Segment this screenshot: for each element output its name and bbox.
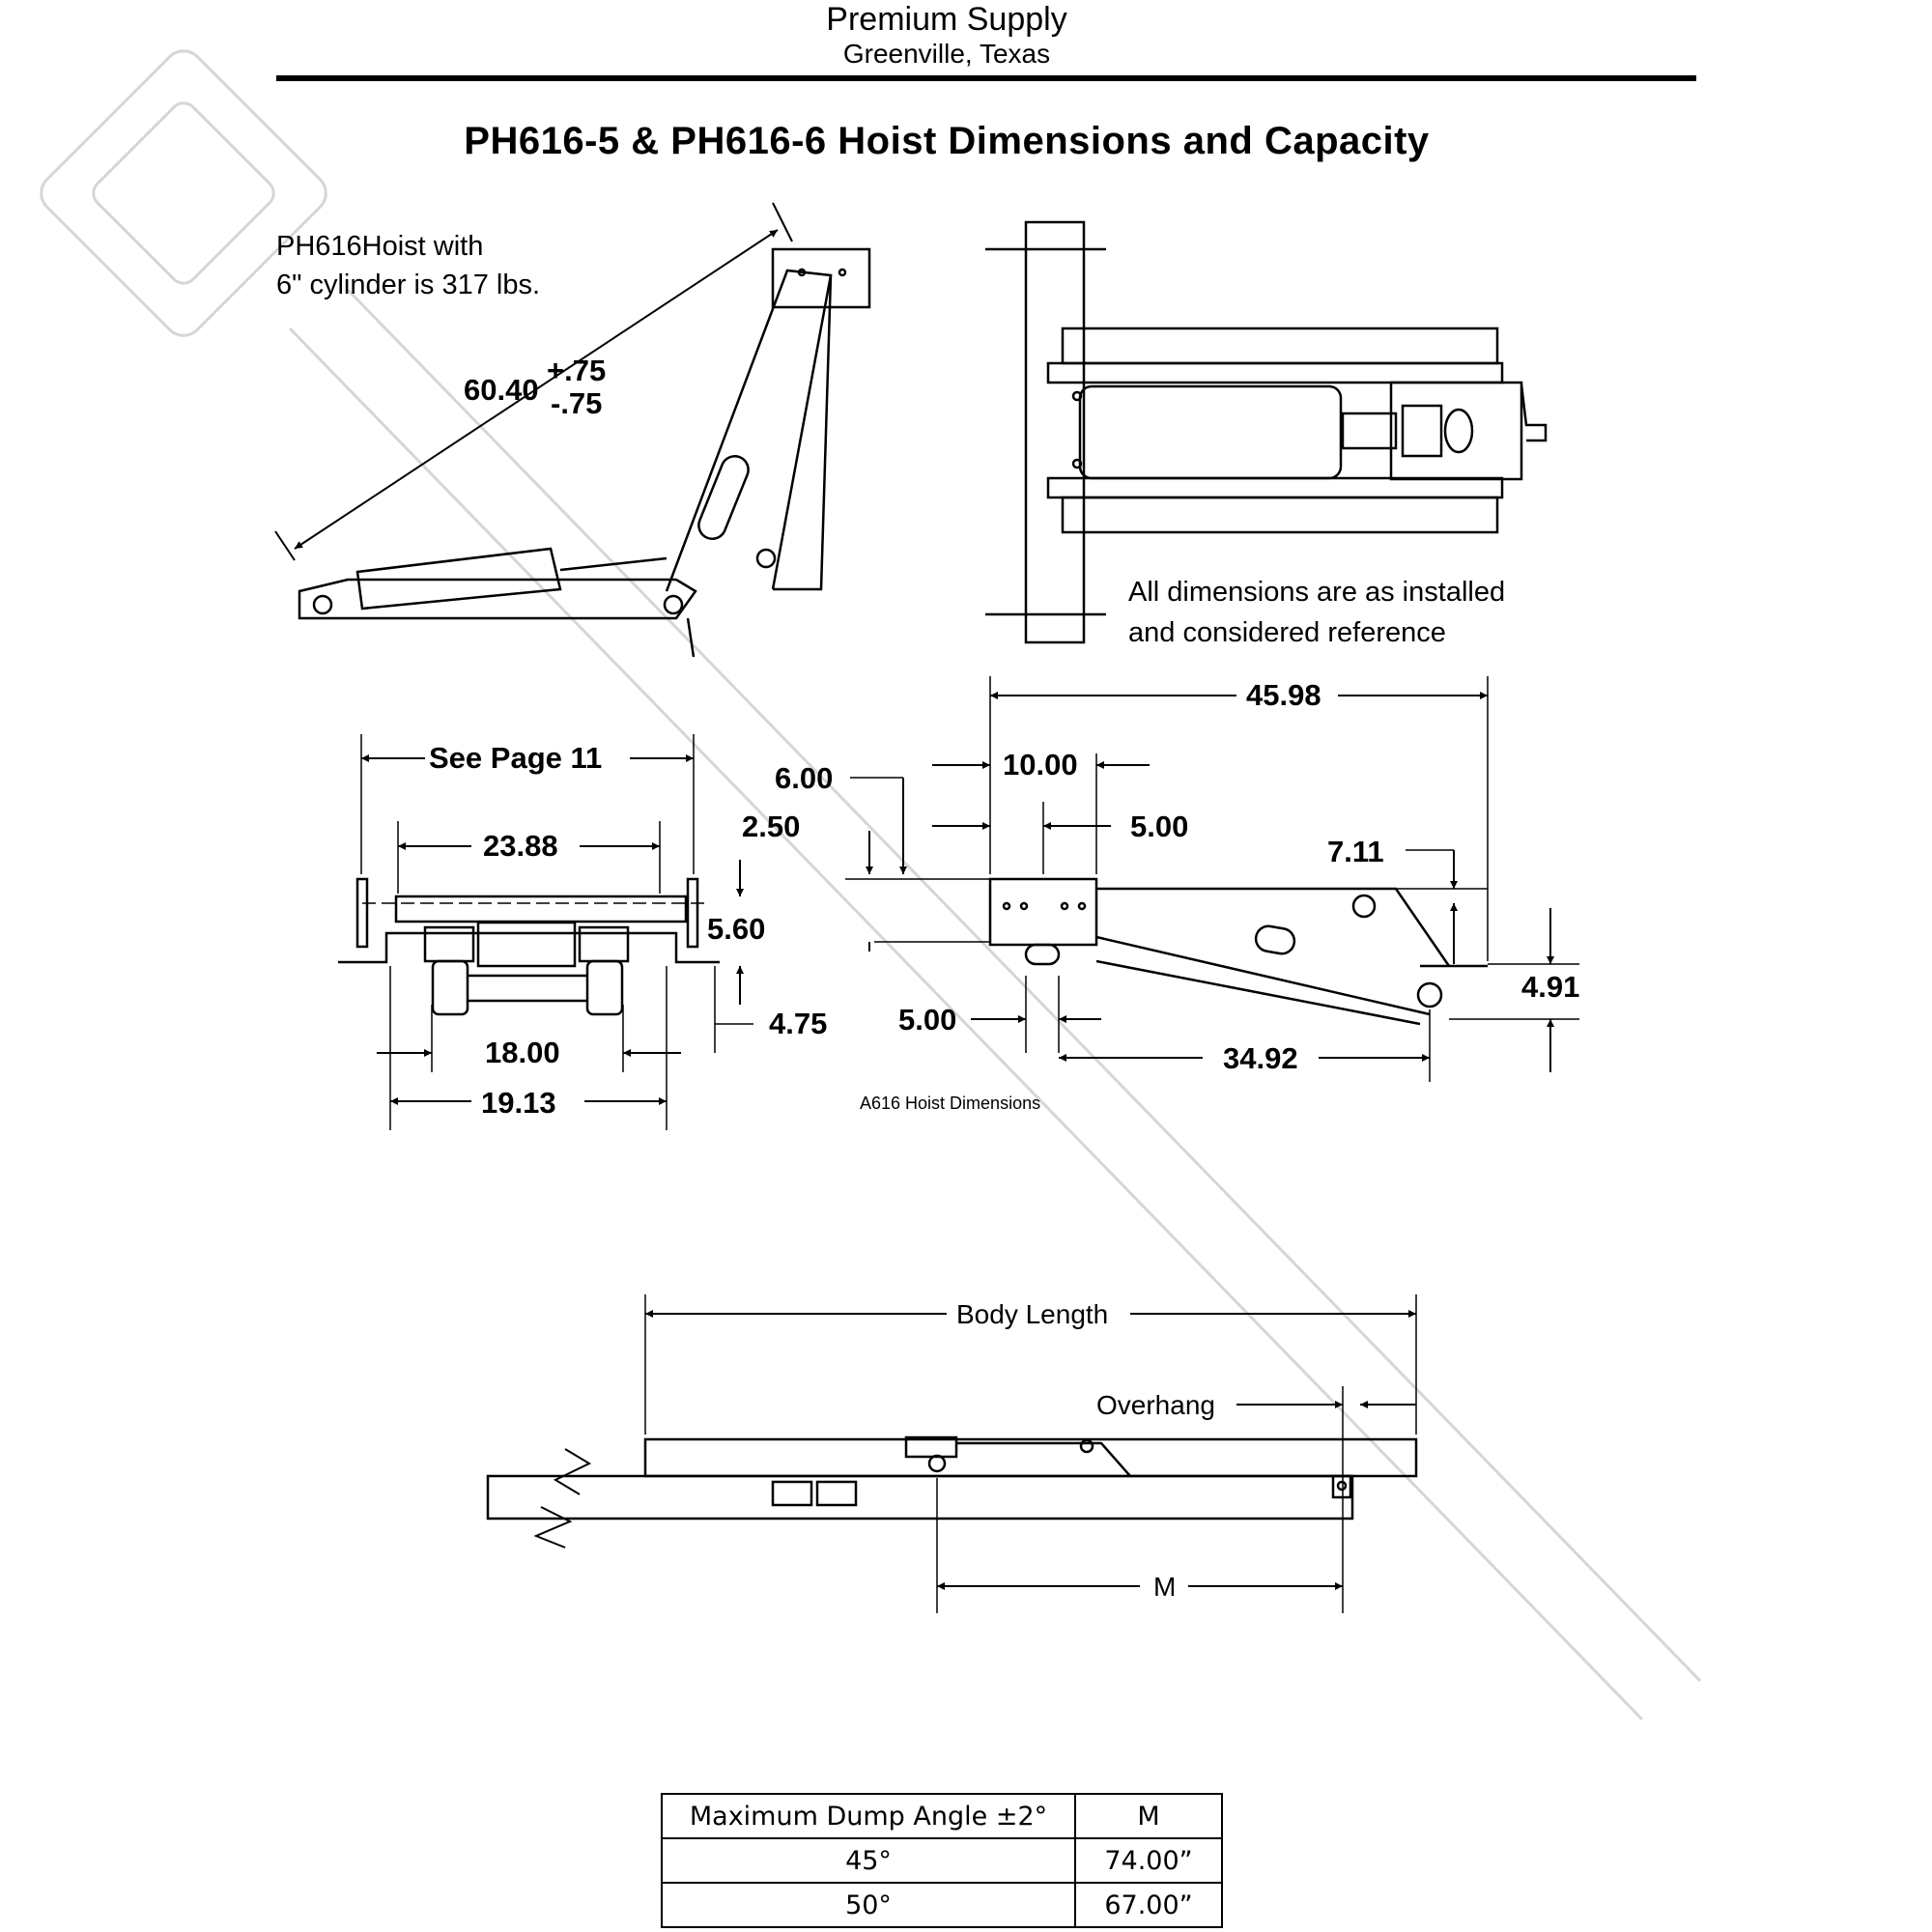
dim-23-88: 23.88 [483, 829, 558, 863]
m-label: M [1153, 1572, 1176, 1602]
dim-34-92: 34.92 [1223, 1041, 1298, 1075]
table-row: 45° 74.00” [661, 1837, 1223, 1884]
dim-45-98: 45.98 [1246, 678, 1321, 712]
table-cell-m: 67.00” [1074, 1882, 1223, 1928]
hoist-side-detail [845, 676, 1579, 1082]
dim-4-75: 4.75 [769, 1007, 827, 1040]
dim-18-00: 18.00 [485, 1036, 560, 1069]
company-name: Premium Supply [826, 1, 1067, 38]
table-row: 50° 67.00” [661, 1882, 1223, 1928]
dump-angle-table: Maximum Dump Angle ±2° M 45° 74.00” 50° … [661, 1793, 1223, 1928]
dim-5-00-bottom: 5.00 [898, 1003, 956, 1037]
dim-19-13: 19.13 [481, 1086, 556, 1120]
dim-see-page: See Page 11 [429, 741, 602, 775]
page-title: PH616-5 & PH616-6 Hoist Dimensions and C… [464, 120, 1430, 162]
hoist-top-view [985, 220, 1548, 644]
header-rule [276, 75, 1696, 81]
dim-tolerance-plus: +.75 [547, 354, 606, 387]
dim-5-60: 5.60 [707, 912, 765, 946]
reference-note-line2: and considered reference [1128, 617, 1446, 648]
company-city: Greenville, Texas [842, 39, 1051, 69]
dim-4-91: 4.91 [1521, 970, 1579, 1004]
body-diagram [486, 1294, 1418, 1613]
dim-6-00: 6.00 [775, 761, 833, 795]
hoist-side-view [274, 202, 871, 658]
table-header-m: M [1074, 1793, 1223, 1839]
table-header-row: Maximum Dump Angle ±2° M [661, 1793, 1223, 1839]
overhang-label: Overhang [1096, 1390, 1215, 1420]
weight-note-line2: 6" cylinder is 317 lbs. [276, 270, 540, 300]
table-cell-angle: 45° [661, 1837, 1076, 1884]
hoist-rear-view [338, 734, 753, 1130]
weight-note-line1: PH616Hoist with [276, 231, 483, 262]
table-header-angle: Maximum Dump Angle ±2° [661, 1793, 1076, 1839]
body-length-label: Body Length [956, 1299, 1108, 1329]
table-cell-m: 74.00” [1074, 1837, 1223, 1884]
reference-note-line1: All dimensions are as installed [1128, 577, 1505, 608]
dim-2-50: 2.50 [742, 810, 800, 843]
dim-10-00: 10.00 [1003, 748, 1078, 781]
drawing-caption: A616 Hoist Dimensions [860, 1094, 1040, 1113]
dim-7-11: 7.11 [1327, 835, 1384, 868]
dim-tolerance-minus: -.75 [551, 386, 602, 420]
dim-diagonal-length: 60.40 [464, 373, 539, 407]
dim-5-00-top: 5.00 [1130, 810, 1188, 843]
table-cell-angle: 50° [661, 1882, 1076, 1928]
